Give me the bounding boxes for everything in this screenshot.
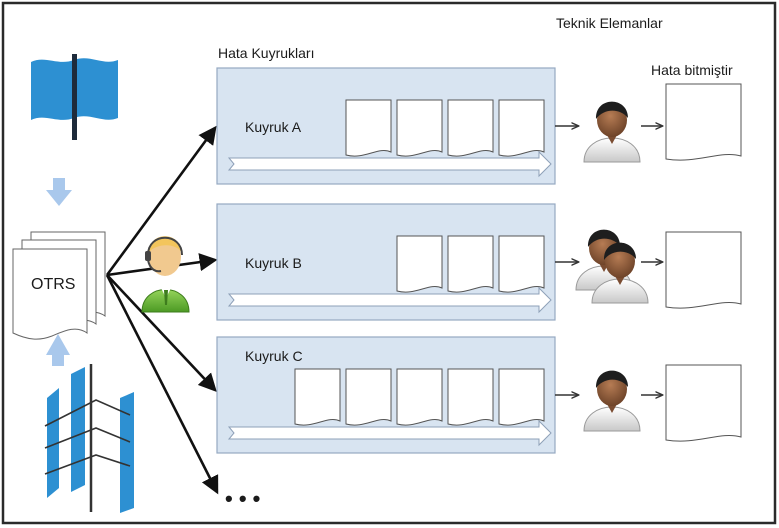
- queue-document: [396, 368, 443, 426]
- queue-label: Kuyruk A: [245, 119, 302, 135]
- queue-2: Kuyruk B: [216, 203, 742, 321]
- queue-document: [447, 368, 494, 426]
- technician-icon: [591, 242, 649, 304]
- queue-flow-arrow: [227, 150, 552, 178]
- call-agent-icon: [141, 236, 190, 313]
- down-arrow-icon: [46, 178, 72, 206]
- queue-document: [447, 235, 494, 293]
- queue-document: [396, 99, 443, 157]
- queue-document: [294, 368, 341, 426]
- team-title: Teknik Elemanlar: [556, 15, 663, 31]
- up-arrow-icon: [46, 334, 70, 366]
- queue-document: [345, 368, 392, 426]
- section-title: Hata Kuyrukları: [218, 45, 314, 61]
- sails-icon: [44, 364, 134, 513]
- queue-label: Kuyruk B: [245, 255, 302, 271]
- otrs-label: OTRS: [31, 276, 75, 293]
- queues: Kuyruk A Kuyruk B Kuyruk C: [216, 67, 742, 454]
- queue-flow-arrow: [227, 286, 552, 314]
- document-icon: [665, 364, 742, 442]
- more-queues: • • •: [225, 486, 260, 511]
- technician-icon: [583, 370, 641, 432]
- queue-flow-arrow: [227, 419, 552, 447]
- document-icon: [665, 231, 742, 309]
- queue-document: [498, 99, 545, 157]
- queue-1: Kuyruk A: [216, 67, 742, 185]
- technician-icon: [583, 101, 641, 163]
- queue-document: [498, 368, 545, 426]
- document-icon: [665, 83, 742, 161]
- queue-document: [498, 235, 545, 293]
- queue-document: [447, 99, 494, 157]
- otrs-document-stack: OTRS: [12, 231, 106, 340]
- done-title: Hata bitmiştir: [651, 62, 733, 78]
- queue-label: Kuyruk C: [245, 348, 303, 364]
- queue-document: [345, 99, 392, 157]
- queue-document: [396, 235, 443, 293]
- flag-icon: [31, 54, 118, 140]
- queue-3: Kuyruk C: [216, 336, 742, 454]
